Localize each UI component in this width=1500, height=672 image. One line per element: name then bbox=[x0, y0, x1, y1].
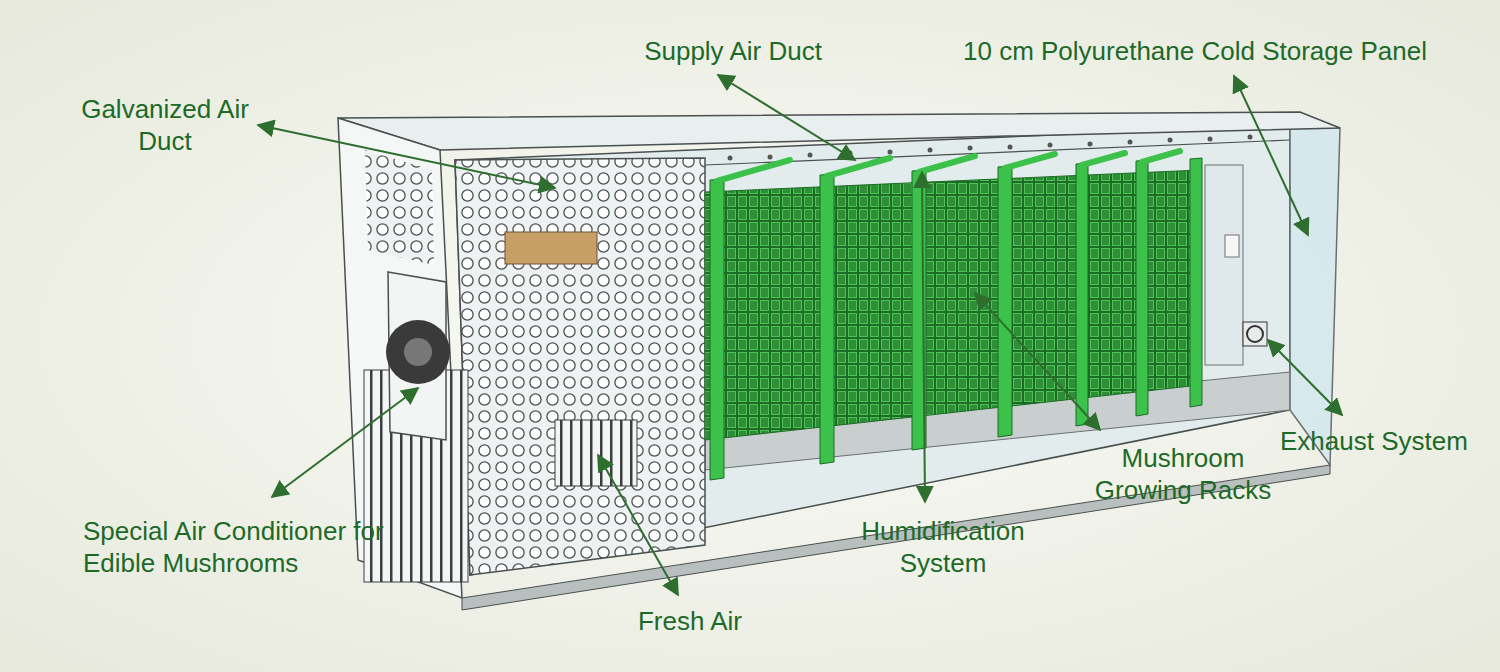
rack-beams bbox=[717, 151, 1180, 181]
callout-label: Special Air Conditioner for Edible Mushr… bbox=[83, 515, 403, 579]
fresh-air-vent bbox=[555, 420, 637, 486]
roof bbox=[338, 112, 1340, 150]
ac-fan bbox=[386, 320, 450, 384]
callout-label: Humidification System bbox=[838, 515, 1048, 579]
galvanized-duct-panel bbox=[455, 158, 705, 575]
ac-fan-hub bbox=[404, 338, 432, 366]
rack-posts bbox=[710, 158, 1202, 480]
callout-label: Exhaust System bbox=[1280, 425, 1468, 457]
leader-lines bbox=[258, 75, 1342, 595]
exhaust-fan bbox=[1243, 322, 1267, 346]
callout-label: Galvanized Air Duct bbox=[80, 93, 250, 157]
control-panel bbox=[1225, 235, 1239, 257]
growing-racks bbox=[705, 170, 1200, 440]
duct-grille bbox=[505, 232, 597, 264]
door bbox=[1205, 165, 1243, 365]
callout-label: Fresh Air bbox=[638, 605, 742, 637]
polyurethane-panel bbox=[1290, 125, 1340, 465]
callout-label: 10 cm Polyurethane Cold Storage Panel bbox=[963, 35, 1427, 67]
back-wall bbox=[455, 125, 1290, 575]
callout-label: Mushroom Growing Racks bbox=[1078, 442, 1288, 506]
end-wall-perforation bbox=[365, 150, 434, 265]
callout-label: Supply Air Duct bbox=[644, 35, 822, 67]
exhaust-fan-blade bbox=[1247, 326, 1263, 342]
